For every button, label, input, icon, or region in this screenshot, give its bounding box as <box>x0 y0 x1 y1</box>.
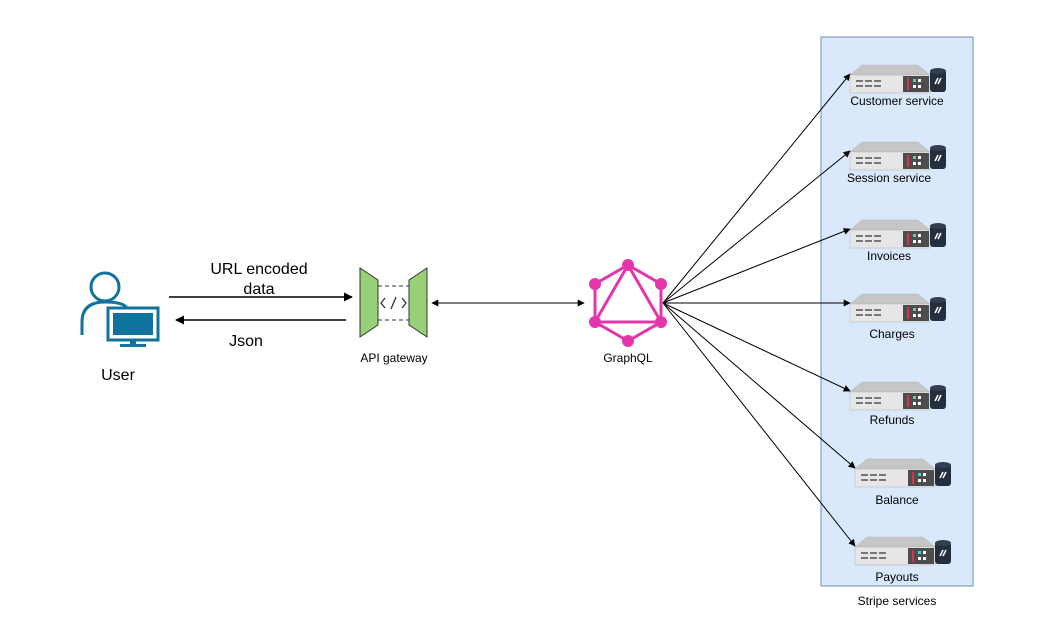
service-label: Session service <box>847 171 931 185</box>
graphql-icon <box>589 259 667 347</box>
database-icon <box>929 144 947 170</box>
user-label: User <box>101 367 135 384</box>
service-balance: Balance <box>854 458 952 507</box>
edge-payouts <box>662 302 856 547</box>
server-icon <box>849 293 931 323</box>
service-label: Charges <box>869 327 914 341</box>
graphql-label: GraphQL <box>603 351 653 365</box>
edge-balance <box>662 302 856 469</box>
edge-invoices <box>662 228 851 304</box>
database-icon <box>934 461 952 487</box>
service-edges <box>662 73 856 547</box>
service-customer: Customer service <box>849 64 947 108</box>
database-icon <box>929 384 947 410</box>
service-refunds: Refunds <box>849 381 947 427</box>
database-icon <box>929 67 947 93</box>
service-label: Refunds <box>870 413 915 427</box>
edge-refunds <box>662 302 851 392</box>
request-edge-label-line2: data <box>243 281 274 298</box>
server-icon <box>849 141 931 171</box>
user-icon <box>80 271 130 335</box>
server-icon <box>854 458 936 488</box>
database-icon <box>929 296 947 322</box>
server-icon <box>849 64 931 94</box>
server-icon <box>849 219 931 249</box>
services-group-label: Stripe services <box>858 594 937 608</box>
response-edge-label: Json <box>229 333 263 350</box>
service-label: Customer service <box>850 94 944 108</box>
api-gateway-icon <box>359 267 428 338</box>
monitor-icon <box>106 306 160 347</box>
edge-session-service <box>662 150 851 304</box>
request-edge-label-line1: URL encoded <box>210 261 307 278</box>
service-invoices: Invoices <box>849 219 947 263</box>
gateway-label: API gateway <box>360 351 427 365</box>
service-label: Invoices <box>867 249 911 263</box>
server-icon <box>854 536 936 566</box>
service-session: Session service <box>847 141 947 185</box>
server-icon <box>849 381 931 411</box>
service-payouts: Payouts <box>854 536 952 584</box>
service-label: Balance <box>875 493 919 507</box>
database-icon <box>929 222 947 248</box>
edge-customer-service <box>662 73 851 304</box>
service-label: Payouts <box>875 570 918 584</box>
database-icon <box>934 539 952 565</box>
service-charges: Charges <box>849 293 947 341</box>
